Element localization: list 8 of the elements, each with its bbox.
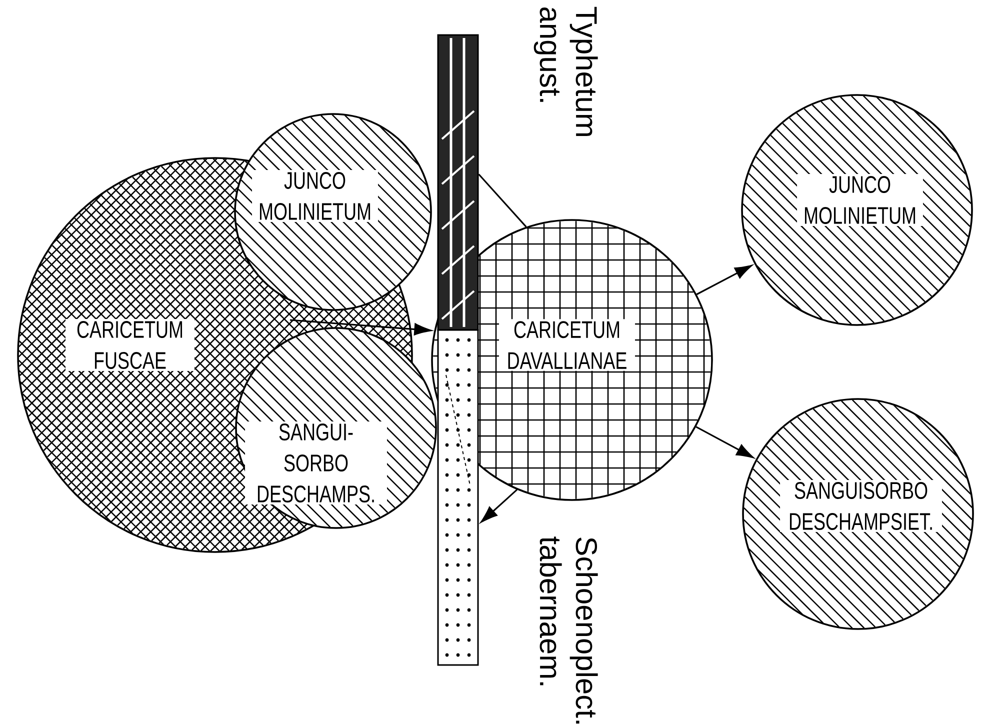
arrow bbox=[696, 426, 754, 458]
node-label: SANGUI- SORBO DESCHAMPS. bbox=[258, 424, 374, 503]
node-label: Typhetum angust. bbox=[534, 6, 598, 136]
arrow bbox=[696, 264, 752, 296]
arrow bbox=[480, 489, 518, 523]
node-label: Schoenoplect. tabernaem. bbox=[540, 536, 598, 724]
node-label: JUNCO MOLINIETUM bbox=[260, 172, 370, 220]
arrow bbox=[290, 319, 432, 336]
